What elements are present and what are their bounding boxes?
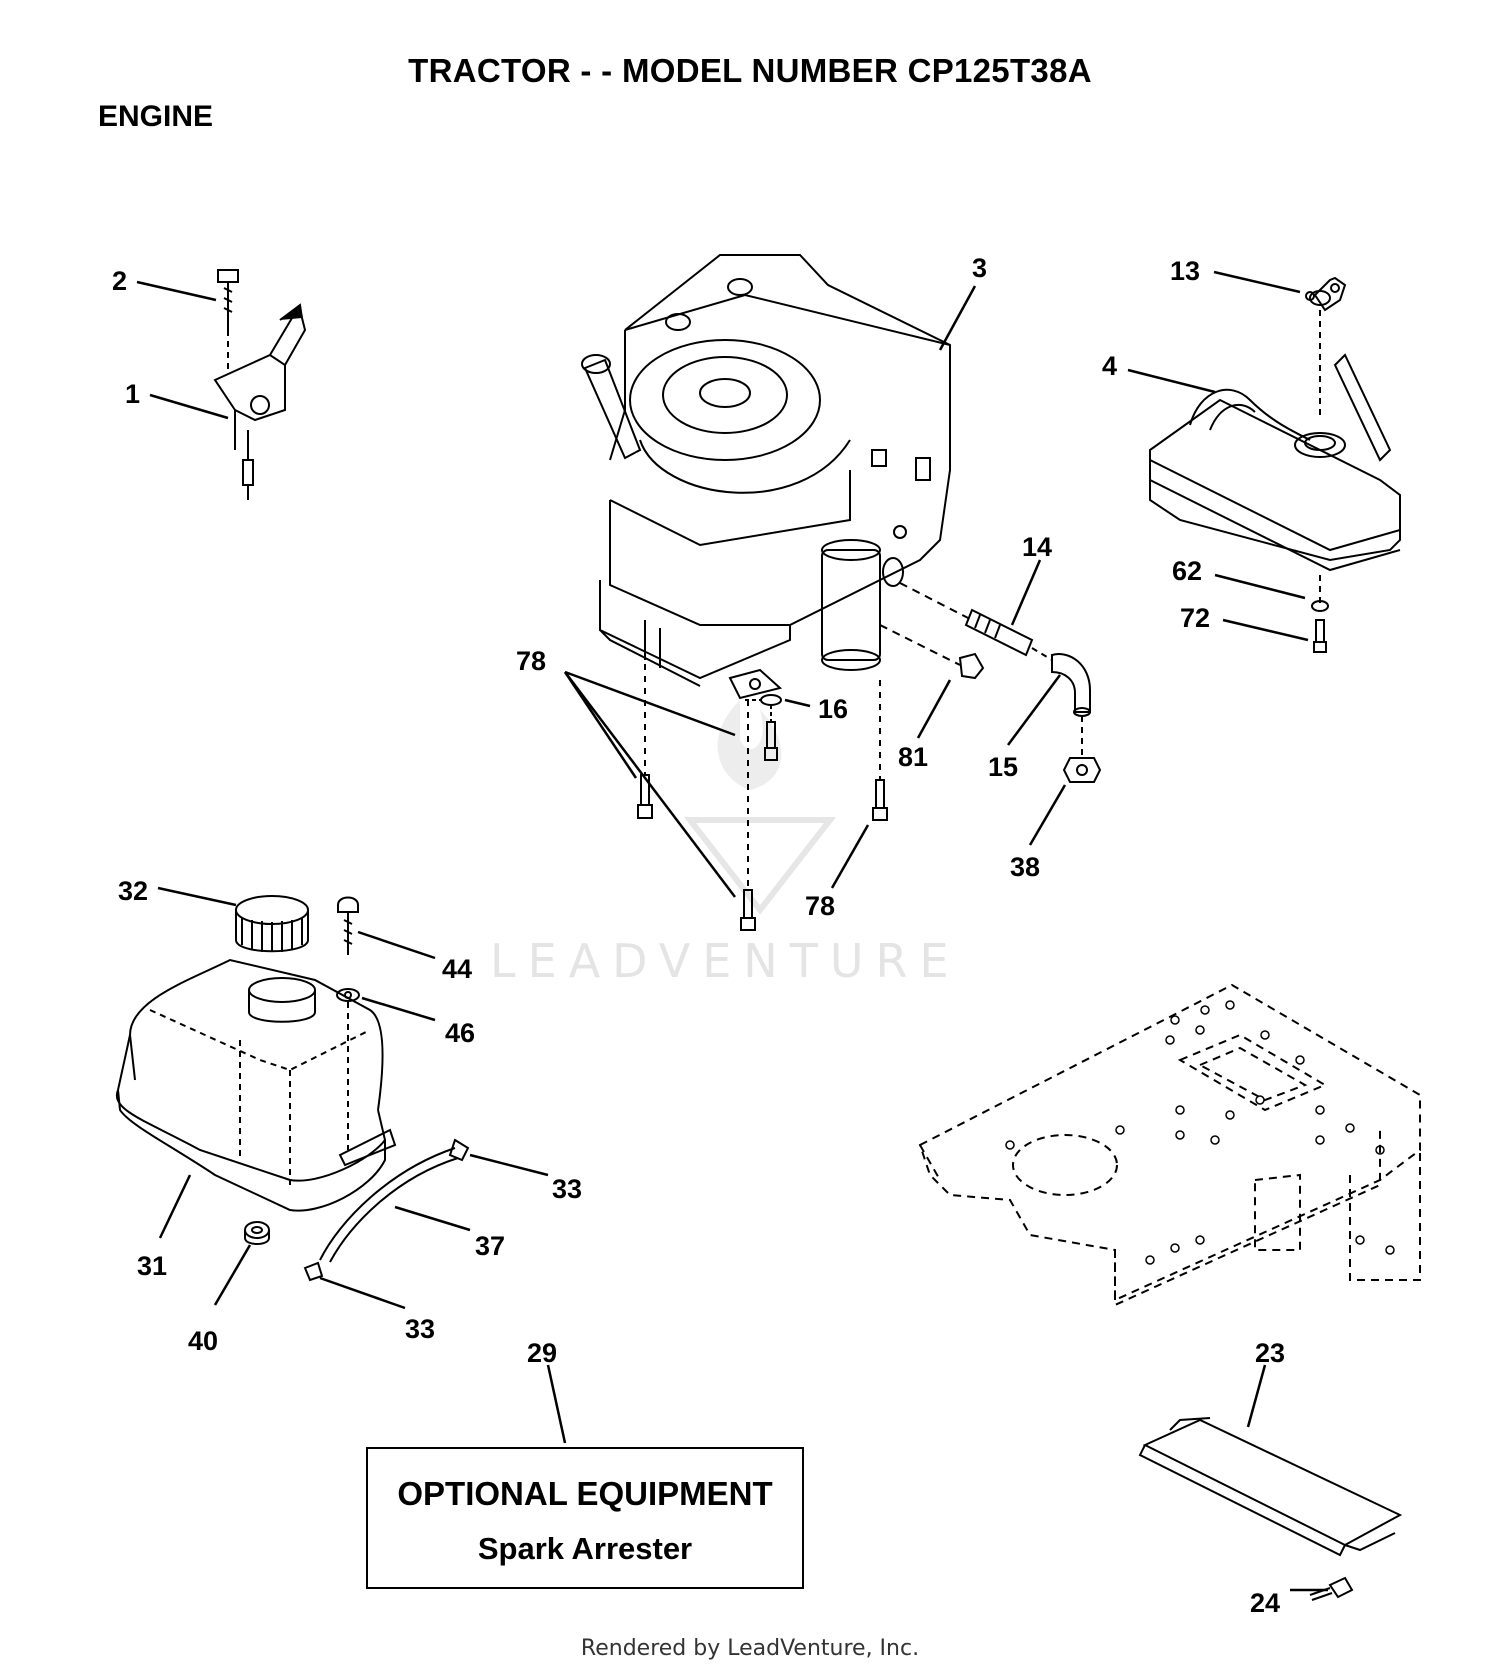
page-title: TRACTOR - - MODEL NUMBER CP125T38A [408, 52, 1092, 89]
section-heading: ENGINE [98, 100, 214, 133]
callout-2: 2 [112, 266, 127, 296]
callout-32: 32 [118, 876, 148, 906]
watermark-text: LEADVENTURE [490, 934, 961, 988]
frame-holes [1005, 1000, 1395, 1265]
callout-72: 72 [1180, 603, 1210, 633]
tractor-frame-drawing [918, 983, 1421, 1307]
callout-81: 81 [898, 742, 928, 772]
callout-24: 24 [1250, 1588, 1280, 1618]
muffler-drawing [1149, 276, 1401, 653]
bolt-78-drawing [637, 640, 888, 931]
throttle-bracket-drawing [213, 269, 307, 500]
exhaust-pipe-drawing [745, 582, 1102, 783]
callout-3: 3 [972, 253, 987, 283]
callout-33-bottom: 33 [405, 1314, 435, 1344]
callout-23: 23 [1255, 1338, 1285, 1368]
callout-14: 14 [1022, 532, 1052, 562]
callout-15: 15 [988, 752, 1018, 782]
callout-78-bottom: 78 [805, 891, 835, 921]
watermark-logo [683, 700, 837, 915]
callout-78-top: 78 [516, 646, 546, 676]
engine-drawing [581, 254, 951, 700]
callout-31: 31 [137, 1251, 167, 1281]
mounting-plate-drawing [1138, 1417, 1403, 1601]
callout-1: 1 [125, 379, 140, 409]
footer-credit: Rendered by LeadVenture, Inc. [580, 1636, 920, 1661]
callout-46: 46 [445, 1018, 475, 1048]
callout-38: 38 [1010, 852, 1040, 882]
callout-13: 13 [1170, 256, 1200, 286]
leader-lines [136, 270, 1328, 1592]
optional-equipment-box: OPTIONAL EQUIPMENT Spark Arrester [366, 1447, 804, 1589]
optional-equipment-item: Spark Arrester [477, 1531, 693, 1566]
callout-4: 4 [1102, 351, 1117, 381]
optional-equipment-title: OPTIONAL EQUIPMENT [397, 1475, 773, 1512]
callout-33-top: 33 [552, 1174, 582, 1204]
fuel-tank-drawing [115, 895, 470, 1282]
callout-62: 62 [1172, 556, 1202, 586]
callout-40: 40 [188, 1326, 218, 1356]
callout-44: 44 [442, 954, 472, 984]
callout-16: 16 [818, 694, 848, 724]
callout-37: 37 [475, 1231, 505, 1261]
callout-29: 29 [527, 1338, 557, 1368]
